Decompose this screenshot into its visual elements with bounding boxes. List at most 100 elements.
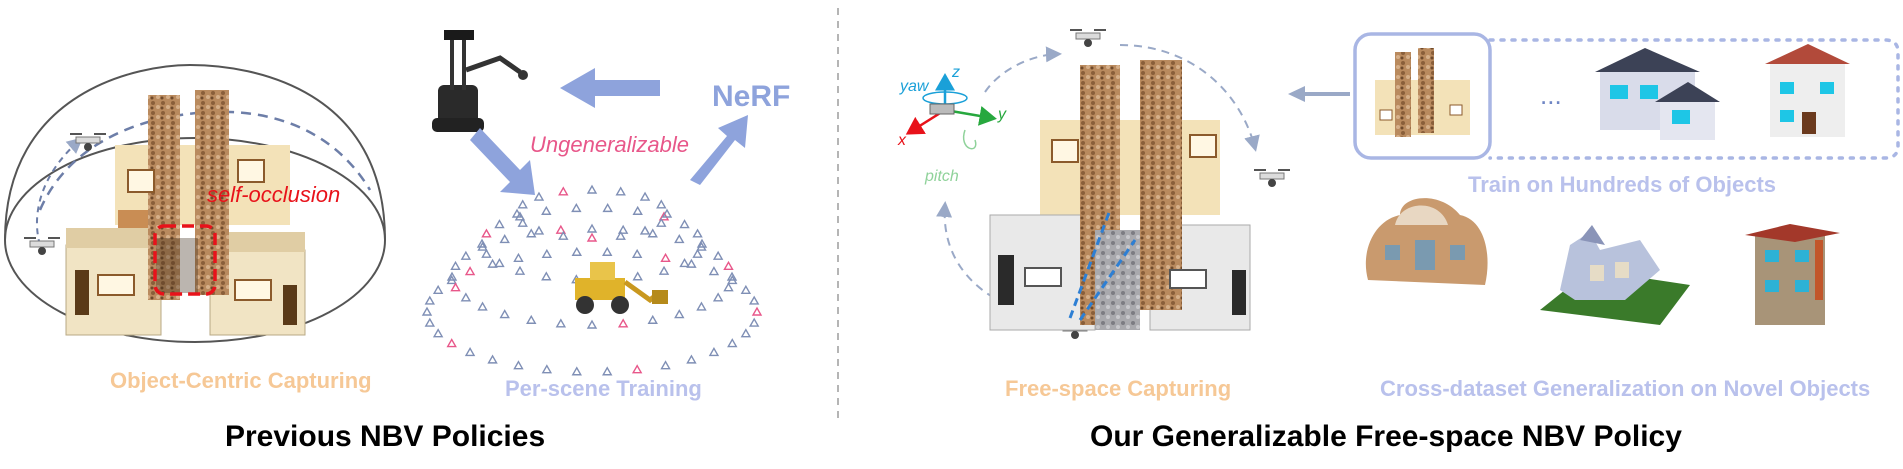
flight-trajectory — [936, 44, 1260, 321]
camera-view-marker — [658, 265, 670, 275]
camera-view-marker — [586, 232, 598, 242]
caption-train: Train on Hundreds of Objects — [1468, 172, 1777, 197]
camera-view-marker — [513, 360, 524, 370]
title-previous: Previous NBV Policies — [225, 420, 546, 453]
camera-view-marker — [656, 199, 667, 209]
drone-icon — [1070, 29, 1106, 47]
camera-view-marker — [555, 318, 567, 328]
camera-view-marker — [686, 258, 697, 268]
camera-view-marker — [487, 354, 498, 364]
camera-view-marker — [602, 202, 613, 213]
occlusion-box — [153, 224, 217, 296]
axis-yaw-label: yaw — [900, 78, 929, 95]
camera-view-marker — [615, 186, 626, 196]
ungeneralizable-label: Ungeneralizable — [530, 132, 689, 157]
axis-pitch-label: pitch — [925, 168, 959, 185]
drone-icon — [1254, 169, 1290, 187]
drone-icon — [24, 237, 60, 255]
excavator-icon — [575, 262, 668, 314]
camera-view-marker — [661, 208, 673, 218]
camera-view-marker — [647, 314, 658, 324]
axes-icon — [905, 73, 997, 150]
camera-view-marker — [514, 211, 526, 221]
camera-view-marker — [571, 202, 582, 213]
training-dotted-box — [1488, 38, 1900, 160]
camera-view-marker — [712, 250, 724, 260]
camera-view-marker — [647, 228, 658, 238]
self-occlusion-label: self-occlusion — [207, 182, 341, 207]
camera-view-marker — [494, 219, 505, 229]
camera-view-marker — [555, 224, 567, 234]
camera-view-marker — [679, 258, 690, 268]
camera-view-marker — [514, 265, 526, 275]
camera-view-marker — [708, 266, 720, 276]
camera-view-marker — [639, 225, 651, 235]
camera-view-marker — [541, 271, 552, 281]
camera-view-marker — [481, 248, 492, 258]
camera-view-marker — [586, 184, 598, 194]
camera-view-marker — [476, 238, 488, 248]
camera-view-marker — [450, 282, 461, 292]
camera-view-marker — [615, 230, 626, 240]
caption-per-scene: Per-scene Training — [505, 376, 702, 401]
camera-view-marker — [617, 318, 629, 328]
axis-z-label: z — [952, 64, 960, 81]
camera-view-marker — [748, 317, 760, 327]
camera-view-marker — [586, 223, 598, 233]
camera-view-marker — [499, 234, 510, 244]
camera-view-marker — [424, 295, 436, 305]
title-ours: Our Generalizable Free-space NBV Policy — [1090, 420, 1682, 453]
camera-view-marker — [526, 314, 537, 324]
camera-view-marker — [541, 364, 553, 374]
camera-view-marker — [639, 191, 651, 201]
camera-views — [421, 184, 763, 376]
camera-view-marker — [424, 317, 436, 327]
training-highlight-box — [1353, 32, 1492, 160]
camera-view-marker — [740, 284, 752, 295]
camera-view-marker — [450, 260, 461, 271]
camera-view-marker — [586, 319, 598, 329]
nerf-label: NeRF — [712, 80, 791, 113]
camera-view-marker — [421, 306, 433, 316]
camera-view-marker — [446, 338, 457, 348]
camera-view-marker — [558, 186, 569, 196]
camera-view-marker — [696, 238, 708, 248]
camera-view-marker — [740, 328, 752, 338]
arrow-views-to-nerf — [690, 115, 748, 185]
camera-view-marker — [481, 228, 492, 238]
camera-view-marker — [632, 271, 643, 281]
camera-view-marker — [679, 219, 690, 229]
camera-view-marker — [477, 301, 488, 311]
camera-view-marker — [674, 234, 685, 244]
camera-view-marker — [723, 260, 734, 271]
caption-object-centric: Object-Centric Capturing — [110, 368, 372, 393]
building-center — [989, 60, 1251, 331]
camera-view-marker — [660, 252, 671, 262]
camera-view-marker — [727, 338, 738, 348]
camera-view-marker — [432, 284, 444, 295]
camera-view-marker — [541, 248, 553, 258]
camera-view-marker — [726, 271, 738, 281]
camera-view-marker — [464, 347, 476, 357]
camera-view-marker — [487, 258, 498, 268]
caption-free-space: Free-space Capturing — [1005, 376, 1232, 401]
camera-view-marker — [511, 208, 523, 218]
camera-view-marker — [533, 191, 545, 201]
arrow-robot-to-views — [470, 128, 535, 195]
camera-view-marker — [446, 271, 458, 281]
novel-house-2 — [1540, 225, 1690, 325]
camera-view-marker — [660, 360, 671, 370]
camera-view-marker — [708, 347, 720, 357]
ellipsis: ... — [1540, 80, 1562, 110]
camera-view-marker — [617, 224, 629, 234]
camera-view-marker — [464, 266, 476, 276]
camera-view-marker — [632, 205, 643, 215]
camera-view-marker — [692, 228, 703, 238]
training-building — [1595, 48, 1720, 140]
camera-view-marker — [602, 366, 613, 376]
novel-house-3 — [1745, 224, 1840, 325]
drone-icon — [70, 133, 106, 151]
camera-view-marker — [686, 354, 697, 364]
